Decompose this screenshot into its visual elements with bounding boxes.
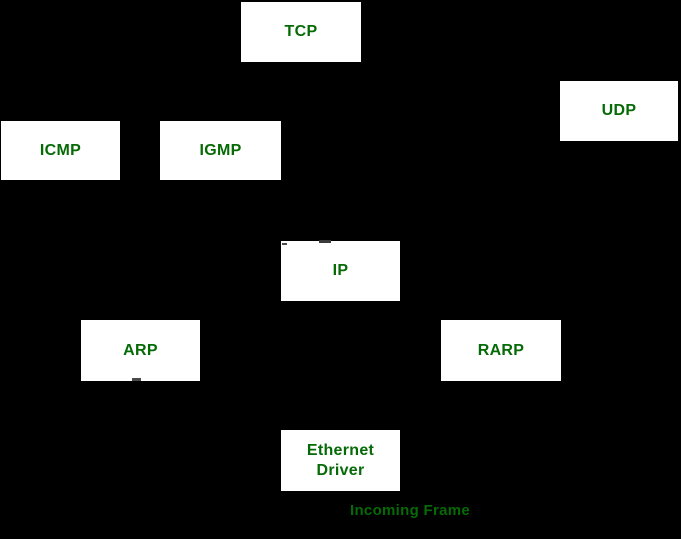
node-arp-label: ARP	[123, 341, 158, 359]
node-igmp: IGMP	[160, 121, 281, 180]
node-arp: ARP	[81, 320, 200, 381]
node-igmp-label: IGMP	[199, 141, 242, 159]
arrowhead-artifact	[132, 378, 141, 381]
node-rarp: RARP	[441, 320, 561, 381]
node-udp: UDP	[560, 81, 678, 141]
node-rarp-label: RARP	[477, 341, 525, 359]
node-ethernet-driver-label: Ethernet Driver	[306, 441, 375, 479]
node-icmp-label: ICMP	[39, 141, 82, 159]
node-ethernet-driver: Ethernet Driver	[281, 430, 400, 491]
arrowhead-artifact	[319, 240, 331, 243]
node-ip: IP	[281, 241, 400, 301]
node-tcp: TCP	[241, 2, 361, 62]
node-icmp: ICMP	[1, 121, 120, 180]
node-tcp-label: TCP	[284, 23, 318, 40]
node-ip-label: IP	[332, 262, 349, 279]
node-udp-label: UDP	[601, 102, 637, 119]
arrowhead-artifact	[282, 243, 287, 245]
incoming-frame-label: Incoming Frame	[350, 502, 471, 519]
